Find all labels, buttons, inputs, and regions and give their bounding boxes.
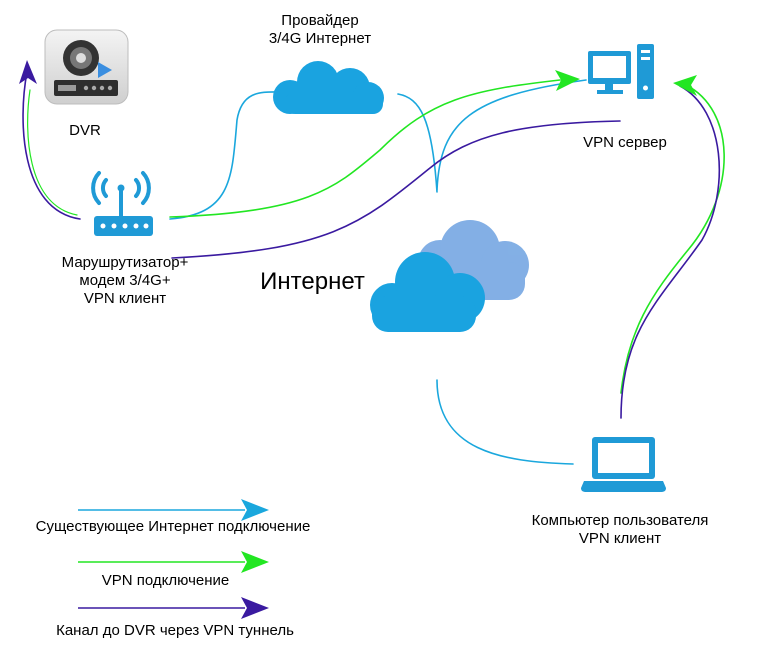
internet-link-router-provider xyxy=(169,91,281,220)
internet-label: Интернет xyxy=(260,268,365,295)
wifi-router-icon xyxy=(91,171,153,236)
provider-label-line2: 3/4G Интернет xyxy=(268,30,372,47)
router-label-line3: VPN клиент xyxy=(83,290,167,307)
legend-vpn-label: VPN подключение xyxy=(101,572,230,589)
tunnel-link-router-dvr xyxy=(22,71,81,220)
router-label: Марушрутизатор+ модем 3/4G+ VPN клиент xyxy=(35,254,215,308)
internet-link-provider-down xyxy=(397,93,438,193)
legend-tunnel-label: Канал до DVR через VPN туннель xyxy=(56,622,294,639)
provider-label: Провайдер 3/4G Интернет xyxy=(250,12,390,48)
vpn-link-router-server xyxy=(169,79,561,218)
router-label-line2: модем 3/4G+ xyxy=(79,272,171,289)
dvr-device-icon xyxy=(44,29,129,105)
legend-arrow-tunnel xyxy=(78,597,269,619)
internet-link-to-server xyxy=(436,79,587,191)
laptop-icon xyxy=(581,437,666,492)
router-label-line1: Марушрутизатор+ xyxy=(61,254,189,271)
legend-arrow-vpn xyxy=(78,551,269,573)
legend-arrow-existing xyxy=(78,499,269,521)
user-computer-label-line2: VPN клиент xyxy=(578,530,662,547)
internet-link-laptop xyxy=(436,379,574,465)
desktop-computer-icon xyxy=(588,44,654,99)
user-computer-label: Компьютер пользователя VPN клиент xyxy=(505,512,735,548)
provider-cloud-icon xyxy=(273,61,384,114)
internet-cloud-icon xyxy=(370,220,529,332)
arrowhead-dvr xyxy=(19,60,37,84)
user-computer-label-line1: Компьютер пользователя xyxy=(531,512,709,529)
dvr-label: DVR xyxy=(69,122,101,139)
arrowhead-server-green xyxy=(555,70,580,91)
legend-existing-label: Существующее Интернет подключение xyxy=(35,518,311,535)
vpn-server-label: VPN сервер xyxy=(583,134,667,151)
provider-label-line1: Провайдер xyxy=(281,12,359,29)
arrowhead-server-right xyxy=(673,75,697,96)
tunnel-link-router-dvr-green xyxy=(27,89,78,216)
vpn-link-laptop-server xyxy=(620,84,725,394)
tunnel-link-router-server xyxy=(171,120,621,259)
tunnel-link-laptop-server xyxy=(620,85,721,419)
